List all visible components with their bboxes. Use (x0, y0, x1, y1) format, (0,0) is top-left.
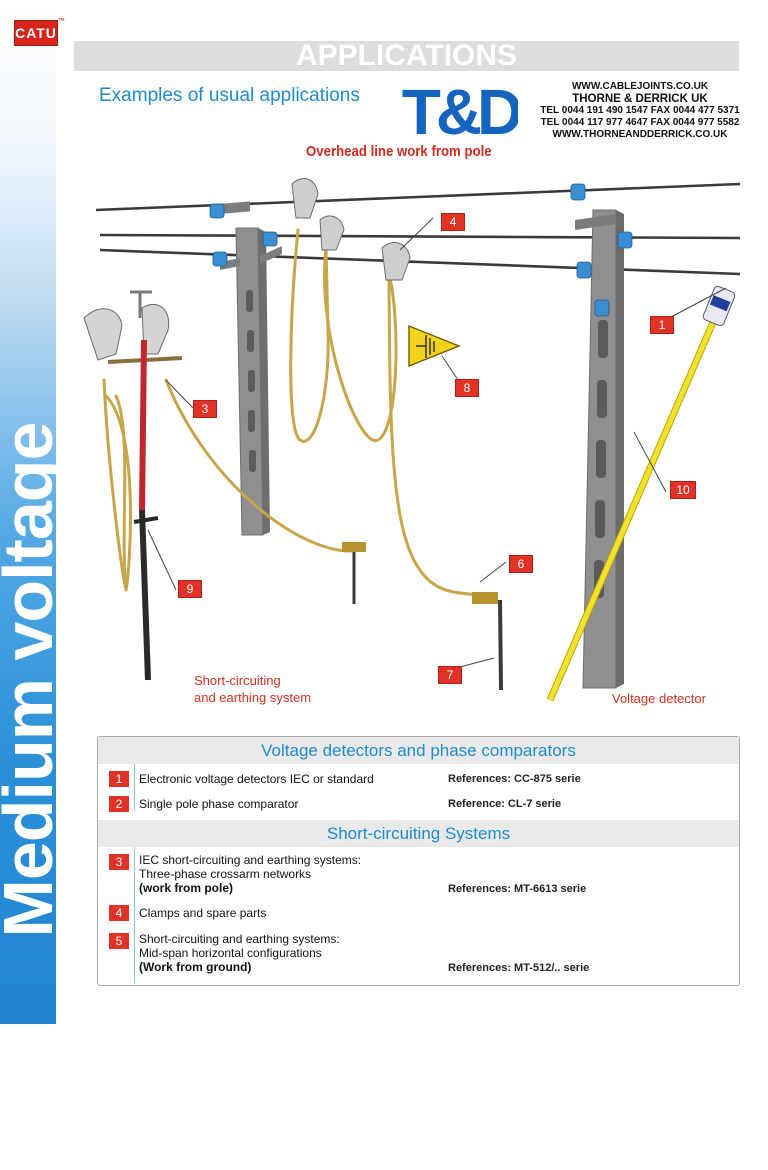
row-text-line: Three-phase crossarm networks (139, 867, 312, 881)
telephone-line-1: TEL 0044 191 490 1547 FAX 0044 477 5371 (540, 105, 740, 116)
sidebar-title: Medium voltage (0, 422, 67, 938)
concrete-pole-left (210, 201, 282, 536)
row-number: 5 (109, 933, 129, 949)
section-title-voltage-detectors: Voltage detectors and phase comparators (98, 737, 739, 764)
row-text-line: (Work from ground) (139, 960, 252, 974)
row-text: Electronic voltage detectors IEC or stan… (139, 772, 374, 786)
section-title-short-circuiting: Short-circuiting Systems (98, 820, 739, 847)
company-name: THORNE & DERRICK UK (572, 93, 708, 105)
divider-line (134, 847, 135, 983)
insulators-left (209, 203, 278, 267)
td-logo-text: T&D (402, 80, 518, 140)
row-text-line: Short-circuiting and earthing systems: (139, 932, 340, 946)
header-bar: APPLICATIONS (74, 41, 739, 71)
callout-9: 9 (178, 580, 202, 598)
callout-6: 6 (509, 555, 533, 573)
earthing-warning-icon (408, 324, 461, 368)
earthing-pole-tool-left (83, 290, 183, 681)
page-title: APPLICATIONS (295, 39, 518, 72)
callout-4: 4 (441, 213, 465, 231)
row-number: 1 (109, 771, 129, 787)
row-text-line: (work from pole) (139, 881, 234, 895)
row-text-line: Mid-span horizontal configurations (139, 946, 322, 960)
callout-leaders (147, 217, 727, 673)
page-subtitle: Examples of usual applications (99, 85, 360, 106)
insulators-right (570, 183, 633, 317)
website-link[interactable]: WWW.CABLEJOINTS.CO.UK (571, 81, 709, 92)
row-text: Clamps and spare parts (139, 906, 267, 920)
illustration: 1 3 4 6 7 8 9 10 Short-circuiting and ea… (60, 170, 760, 730)
catu-logo-text: CATU (15, 25, 57, 41)
row-number: 3 (109, 854, 129, 870)
row-reference: Reference: CL-7 serie (448, 798, 562, 810)
caption-short-circuiting: Short-circuiting and earthing system (194, 672, 311, 706)
callout-10: 10 (670, 481, 696, 499)
line-clamps (291, 178, 411, 281)
row-number: 4 (109, 905, 129, 921)
earth-spikes (342, 542, 503, 691)
catu-logo: CATU ™ (14, 18, 65, 46)
callout-7: 7 (438, 666, 462, 684)
overhead-line-drawing (83, 178, 741, 702)
reference-table: Voltage detectors and phase comparators … (97, 736, 740, 986)
row-reference: References: MT-512/.. serie (448, 962, 590, 974)
callout-1: 1 (650, 316, 674, 334)
caption-line-1: Short-circuiting (194, 673, 281, 688)
contact-block: WWW.CABLEJOINTS.CO.UK THORNE & DERRICK U… (528, 81, 752, 141)
row-reference: References: MT-6613 serie (448, 883, 587, 895)
row-reference: References: CC-875 serie (448, 773, 581, 785)
callout-3: 3 (193, 400, 217, 418)
row-text: IEC short-circuiting and earthing system… (139, 853, 361, 895)
td-logo: T&D (402, 80, 518, 140)
row-text-line: IEC short-circuiting and earthing system… (139, 853, 362, 867)
row-text: Single pole phase comparator (139, 797, 299, 811)
overhead-conductors (95, 182, 741, 276)
sidebar-band: CATU ™ Medium voltage (0, 0, 67, 1024)
voltage-detector-stick (546, 285, 736, 702)
callout-8: 8 (455, 379, 479, 397)
row-text: Short-circuiting and earthing systems: M… (139, 932, 340, 974)
divider-line (134, 764, 135, 810)
illustration-caption: Overhead line work from pole (306, 143, 492, 160)
trademark-mark: ™ (58, 18, 66, 25)
earthing-cables (102, 228, 492, 600)
website-link-2[interactable]: WWW.THORNEANDDERRICK.CO.UK (552, 129, 728, 140)
caption-line-2: and earthing system (194, 690, 312, 705)
caption-voltage-detector: Voltage detector (612, 691, 706, 706)
row-number: 2 (109, 796, 129, 812)
telephone-line-2: TEL 0044 117 977 4647 FAX 0044 977 5582 (540, 117, 740, 128)
